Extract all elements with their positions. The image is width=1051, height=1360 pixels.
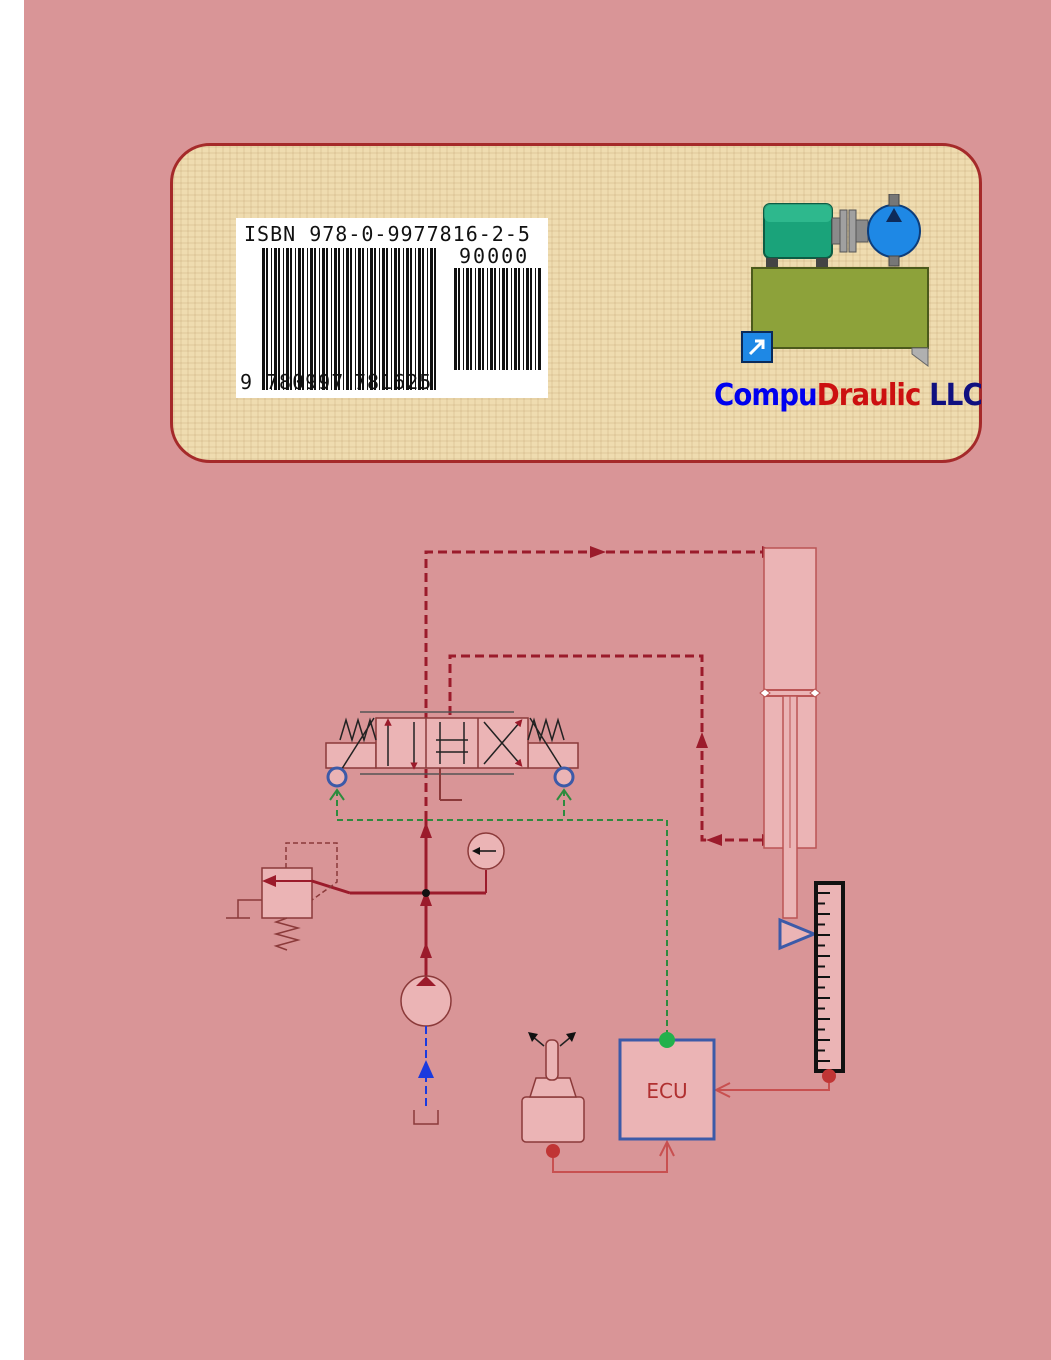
ecu-box (618, 1038, 716, 1141)
company-name: CompuDraulic LLC (714, 378, 983, 413)
reservoir-tank-icon (751, 267, 929, 349)
valve-left-solenoid (325, 742, 377, 769)
sensor-signal-line (716, 1083, 830, 1091)
valve-right-spring (527, 717, 565, 743)
joystick-signal-line (552, 1142, 668, 1173)
compudraulic-logo (741, 194, 929, 367)
joystick-signal-port (546, 1144, 560, 1158)
position-pointer-icon (778, 917, 818, 951)
pressure-relief-valve (226, 842, 351, 951)
solenoid-coil-b (553, 766, 575, 788)
isbn-barcode: ISBN 978-0-9977816-2-5 90000 9 780997 78… (236, 218, 548, 398)
coupling-icon (839, 209, 848, 253)
company-name-llc: LLC (920, 378, 983, 413)
joystick-handle (545, 1039, 559, 1081)
pressure-line-to-cap (424, 550, 762, 820)
valve-tank-symbol (439, 768, 462, 801)
flow-arrow-right (590, 546, 606, 558)
ecu-output-port (659, 1032, 675, 1048)
shortcut-arrow-icon (741, 331, 773, 363)
ean-lead-digit: 9 (240, 370, 253, 394)
suction-flow-arrow (418, 1060, 434, 1078)
ean-right-digits: 781625 (354, 370, 433, 394)
price-code: 90000 (459, 244, 530, 268)
company-name-compu: Compu (714, 378, 818, 413)
sensor-scale-ticks (818, 892, 830, 1062)
relief-spring (273, 917, 301, 951)
ean-left-digits: 780997 (266, 370, 345, 394)
flow-arrow-up (696, 732, 708, 748)
control-signal-line (336, 790, 668, 1034)
relief-tank-symbol (226, 899, 262, 919)
return-line-from-rod (448, 654, 762, 842)
pump-tank-symbol (413, 1110, 439, 1125)
barcode-bars (262, 248, 541, 390)
valve-left-spring (339, 717, 377, 743)
directional-control-valve (325, 711, 579, 776)
sensor-signal-port (822, 1069, 836, 1083)
solenoid-coil-a (326, 766, 348, 788)
company-name-draulic: Draulic (816, 378, 922, 413)
joystick-controller (521, 1032, 585, 1143)
ecu-label: ECU (646, 1079, 687, 1103)
isbn-number: ISBN 978-0-9977816-2-5 (244, 222, 531, 246)
